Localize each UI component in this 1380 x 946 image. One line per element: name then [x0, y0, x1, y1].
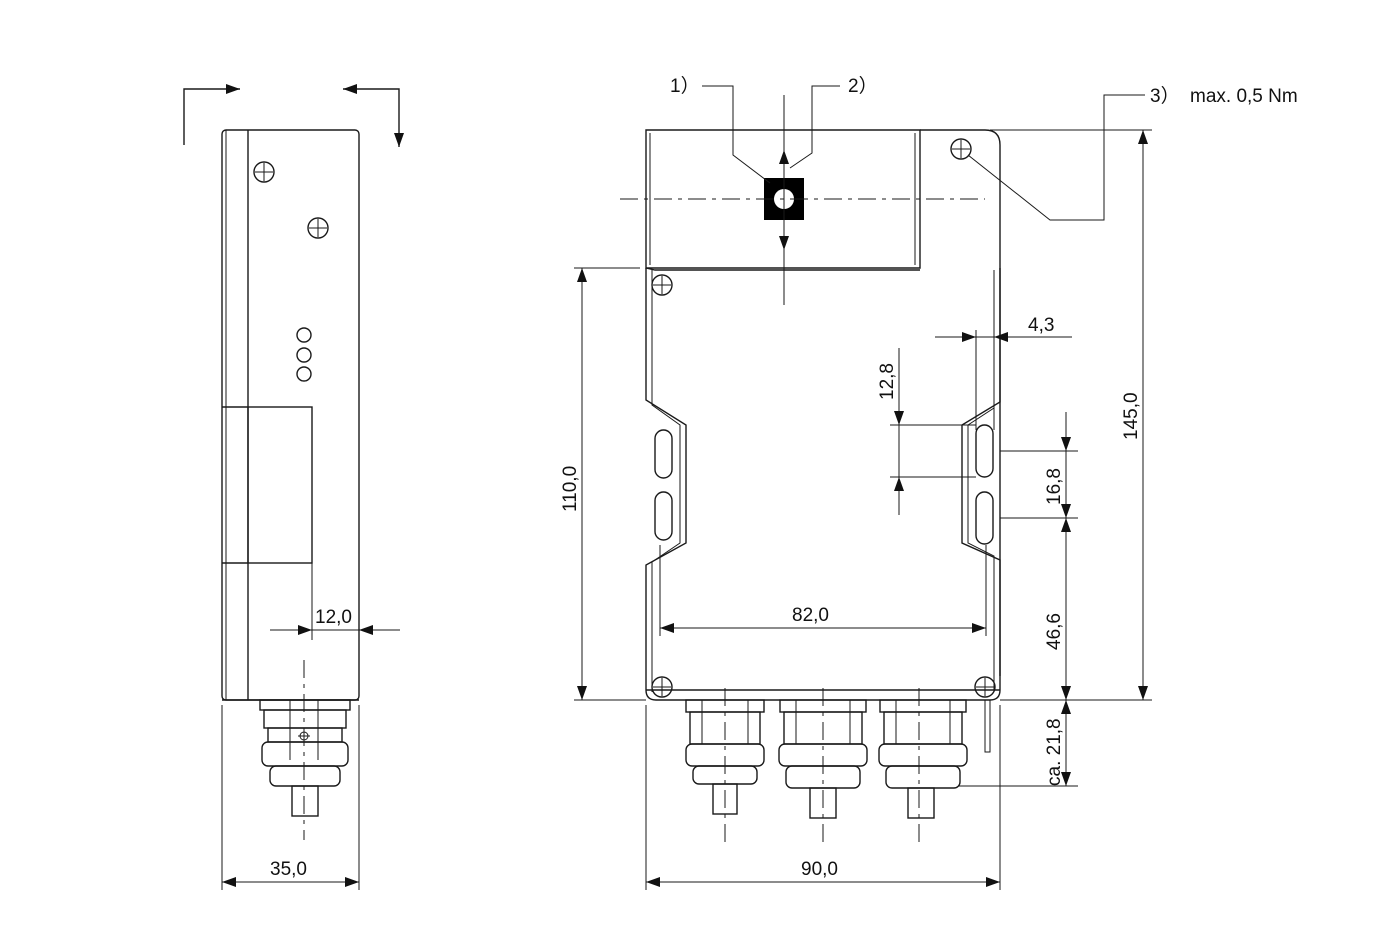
dim-hole-edge: 4,3 [935, 315, 1072, 430]
callout-label: 2） [848, 75, 878, 97]
dim-label: 82,0 [792, 605, 829, 626]
screw-icon [950, 138, 972, 160]
dim-slot-to-bottom: 46,6 [1044, 518, 1071, 700]
front-housing [645, 267, 1001, 701]
callout-3: 3） max. 0,5 Nm [967, 85, 1298, 221]
screw-icon [651, 676, 673, 698]
dim-side-offset: 12,0 [270, 563, 400, 640]
section-arrow-left [183, 88, 240, 145]
dim-side-width: 35,0 [221, 705, 360, 890]
mounting-slot [654, 491, 673, 541]
actuator-marker [620, 95, 985, 305]
dim-label: 35,0 [270, 859, 307, 880]
dim-label: 90,0 [801, 859, 838, 880]
mounting-slot [654, 429, 673, 479]
front-view: 1） 2） 3） max. 0,5 Nm [560, 75, 1298, 890]
side-view: 12,0 35,0 [183, 84, 404, 890]
dim-label: 145,0 [1121, 392, 1142, 440]
torque-note: max. 0,5 Nm [1190, 86, 1298, 107]
dim-front-width: 90,0 [645, 705, 1001, 890]
dim-label: 12,0 [315, 607, 352, 628]
mounting-slot [975, 424, 994, 478]
mounting-slot [975, 491, 994, 545]
cable-gland [778, 688, 868, 842]
dim-gland-depth: ca. 21,8 [958, 700, 1078, 787]
screw-icon [974, 676, 996, 698]
side-cable-gland [259, 660, 351, 840]
dim-label: ca. 21,8 [1044, 718, 1065, 786]
front-lid [645, 129, 1001, 676]
callout-1: 1） [670, 75, 771, 184]
dim-slot-length: 12,8 [877, 348, 976, 515]
dim-slot-pitch: 16,8 [1000, 412, 1078, 700]
dim-label: 110,0 [560, 466, 581, 512]
dim-height-body: 110,0 [560, 267, 646, 701]
dim-label: 16,8 [1044, 468, 1065, 505]
section-arrow-right [343, 88, 400, 147]
callout-label: 1） [670, 75, 700, 97]
dim-height-total: 145,0 [990, 129, 1152, 701]
screw-icon [307, 217, 329, 239]
callout-label: 3） [1150, 85, 1180, 107]
dim-inner-width: 82,0 [659, 545, 987, 636]
cable-gland [685, 688, 765, 842]
screw-icon [651, 274, 673, 296]
screw-icon [253, 161, 275, 183]
callout-2: 2） [789, 75, 878, 169]
dim-label: 4,3 [1028, 315, 1054, 336]
led-indicators [296, 327, 312, 382]
dim-label: 46,6 [1044, 613, 1065, 650]
dim-label: 12,8 [877, 363, 898, 400]
cable-gland [878, 688, 991, 842]
